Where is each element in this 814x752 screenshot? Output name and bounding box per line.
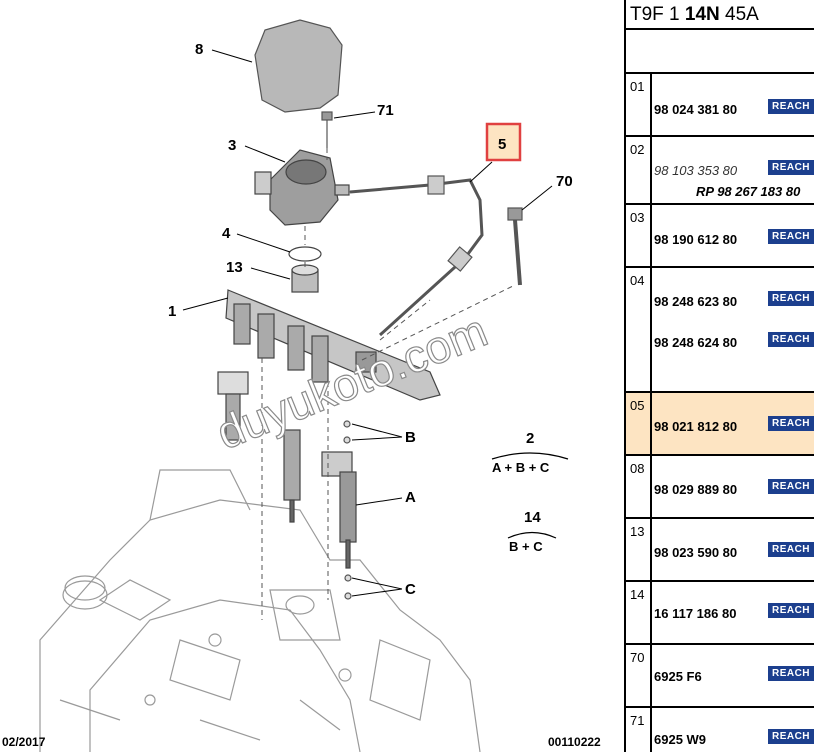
row-index: 14 <box>626 582 652 643</box>
parts-list-panel: T9F 1 14N 45A 01 98 024 381 80 REACH 02 … <box>624 0 814 752</box>
parts-row-71[interactable]: 71 6925 W9 REACH <box>626 706 814 752</box>
blank-header-row <box>626 28 814 72</box>
row-index: 01 <box>626 74 652 135</box>
callout-5-highlight-box <box>485 122 522 162</box>
engine-block-drawing <box>39 469 481 752</box>
reach-badge[interactable]: REACH <box>768 729 814 744</box>
parts-row-08[interactable]: 08 98 029 889 80 REACH <box>626 454 814 517</box>
parts-row-70[interactable]: 70 6925 F6 REACH <box>626 643 814 706</box>
reach-badge[interactable]: REACH <box>768 542 814 557</box>
part-number: 98 248 624 80 <box>654 335 738 350</box>
row-index: 08 <box>626 456 652 517</box>
kit-14-formula: B + C <box>509 539 543 554</box>
fuel-rail-part-1 <box>225 289 441 401</box>
bolt-part-71 <box>321 111 333 148</box>
bolt-part-70 <box>507 207 523 286</box>
part-number: 98 029 889 80 <box>654 482 738 497</box>
callout-c: C <box>405 581 416 598</box>
seal-part-4 <box>288 246 322 262</box>
part-number: 6925 W9 <box>654 732 707 747</box>
model-code-title: T9F 1 14N 45A <box>630 4 759 25</box>
parts-row-05-selected[interactable]: 05 98 021 812 80 REACH <box>626 391 814 454</box>
callout-8: 8 <box>195 41 203 58</box>
row-index: 02 <box>626 137 652 203</box>
row-index: 70 <box>626 645 652 706</box>
tappet-part-13 <box>291 264 319 293</box>
parts-row-14[interactable]: 14 16 117 186 80 REACH <box>626 580 814 643</box>
parts-row-13[interactable]: 13 98 023 590 80 REACH <box>626 517 814 580</box>
row-index: 04 <box>626 268 652 391</box>
reach-badge[interactable]: REACH <box>768 229 814 244</box>
part-number: 98 021 812 80 <box>654 419 738 434</box>
callout-70: 70 <box>556 173 573 190</box>
parts-row-01[interactable]: 01 98 024 381 80 REACH <box>626 72 814 135</box>
kit-2-number: 2 <box>526 430 534 447</box>
reach-badge[interactable]: REACH <box>768 332 814 347</box>
reach-badge[interactable]: REACH <box>768 160 814 175</box>
parts-row-03[interactable]: 03 98 190 612 80 REACH <box>626 203 814 266</box>
part-number: 98 024 381 80 <box>654 102 738 117</box>
kit-2-formula: A + B + C <box>492 460 550 475</box>
callout-4: 4 <box>222 225 231 242</box>
reach-badge[interactable]: REACH <box>768 416 814 431</box>
row-index: 03 <box>626 205 652 266</box>
row-index: 13 <box>626 519 652 580</box>
callout-3: 3 <box>228 137 236 154</box>
exploded-parts-diagram: 8 71 3 5 70 4 13 1 B A C 2 A + B + C 14 … <box>2 19 601 752</box>
replacement-part-number: RP 98 267 183 80 <box>696 184 801 199</box>
part-number: 98 248 623 80 <box>654 294 738 309</box>
part-number: 98 190 612 80 <box>654 232 738 247</box>
callout-a: A <box>405 489 416 506</box>
part-number: 6925 F6 <box>654 669 702 684</box>
fuel-pump-part-3 <box>254 149 350 226</box>
part-number: 16 117 186 80 <box>654 606 737 621</box>
parts-row-02[interactable]: 02 98 103 353 80 REACH RP 98 267 183 80 <box>626 135 814 203</box>
row-index: 05 <box>626 393 652 454</box>
callout-13: 13 <box>226 259 243 276</box>
callout-5: 5 <box>498 136 506 153</box>
row-index: 71 <box>626 708 652 752</box>
parts-row-04[interactable]: 04 98 248 623 80 REACH 98 248 624 80 REA… <box>626 266 814 391</box>
reach-badge[interactable]: REACH <box>768 479 814 494</box>
reach-badge[interactable]: REACH <box>768 291 814 306</box>
callout-71: 71 <box>377 102 394 119</box>
part-number-superseded: 98 103 353 80 <box>654 163 738 178</box>
kit-14-number: 14 <box>524 509 541 526</box>
reach-badge[interactable]: REACH <box>768 603 814 618</box>
pump-cover-part-8 <box>254 19 343 113</box>
reach-badge[interactable]: REACH <box>768 666 814 681</box>
callout-b: B <box>405 429 416 446</box>
part-number: 98 023 590 80 <box>654 545 738 560</box>
footer-date: 02/2017 <box>2 735 46 749</box>
injector-part-a <box>217 371 357 569</box>
footer-reference: 00110222 <box>548 735 601 749</box>
callout-1: 1 <box>168 303 176 320</box>
reach-badge[interactable]: REACH <box>768 99 814 114</box>
